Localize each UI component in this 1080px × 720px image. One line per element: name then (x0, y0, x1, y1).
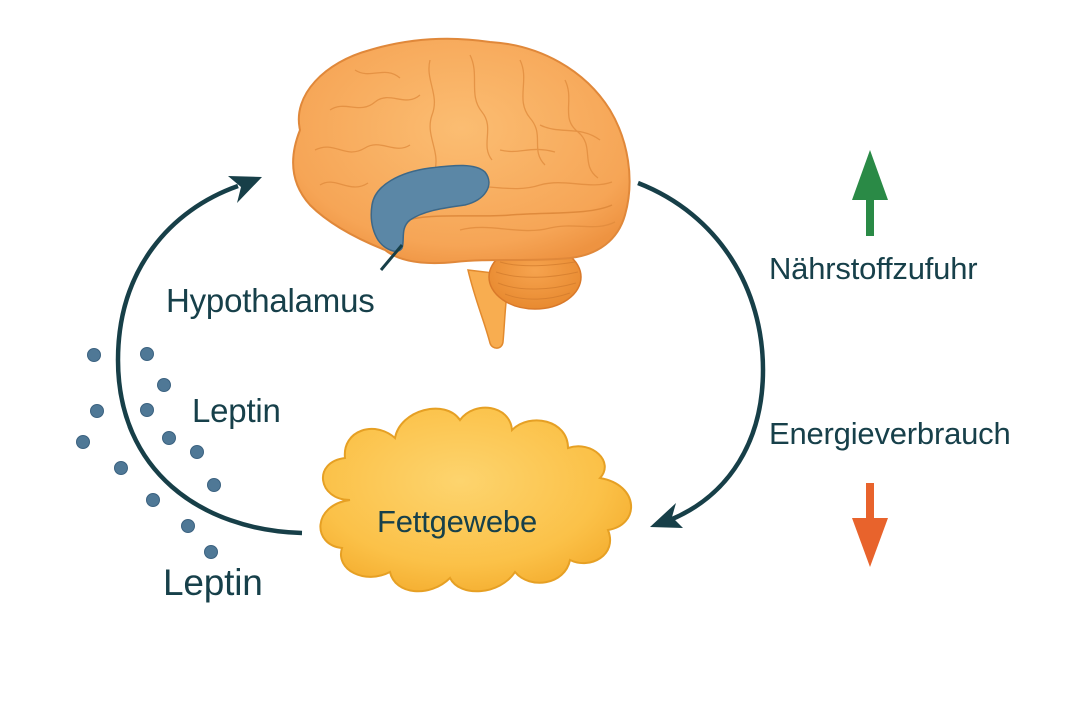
leptin-dot (157, 378, 171, 392)
decrease-arrow-icon (852, 483, 888, 567)
arrowhead-down-icon (650, 503, 683, 528)
leptin-label-middle: Leptin (192, 392, 281, 429)
leptin-dot (162, 431, 176, 445)
leptin-dot (140, 403, 154, 417)
leptin-dot (90, 404, 104, 418)
leptin-molecules (76, 347, 221, 559)
hypothalamus-pointer (379, 244, 404, 271)
brain-illustration (292, 37, 631, 349)
leptin-dot (146, 493, 160, 507)
arrowhead-up-icon (228, 176, 262, 203)
leptin-label-bottom: Leptin (163, 562, 263, 603)
naehrstoffzufuhr-label: Nährstoffzufuhr (769, 251, 978, 286)
leptin-dot (204, 545, 218, 559)
leptin-dot (181, 519, 195, 533)
increase-arrow-icon (852, 150, 888, 236)
leptin-dot (114, 461, 128, 475)
leptin-dot (140, 347, 154, 361)
leptin-dot (207, 478, 221, 492)
fettgewebe-label: Fettgewebe (377, 504, 537, 539)
leptin-dot (190, 445, 204, 459)
energieverbrauch-label: Energieverbrauch (769, 416, 1011, 451)
leptin-signal-arrow (115, 176, 303, 536)
leptin-dot (87, 348, 101, 362)
hypothalamus-label: Hypothalamus (166, 282, 375, 319)
leptin-dot (76, 435, 90, 449)
fat-tissue-cloud (319, 406, 633, 593)
feedback-arrow (637, 180, 766, 528)
hypothalamus-region (370, 164, 490, 252)
